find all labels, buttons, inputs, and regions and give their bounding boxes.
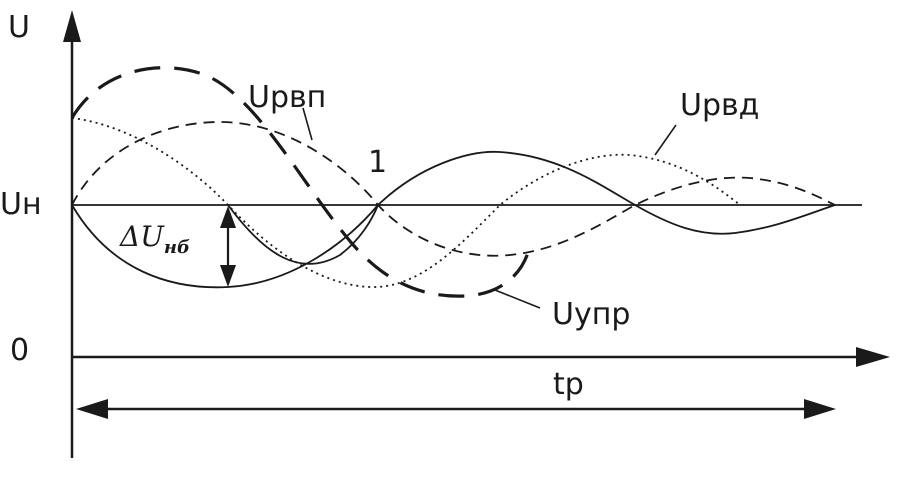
delta-u-arrow-top (220, 206, 236, 228)
u-rvd-curve (71, 117, 741, 288)
delta-u-main: ΔU (119, 220, 165, 253)
delta-u-label: ΔUнб (119, 220, 190, 258)
u-upr-leader (494, 289, 541, 309)
u-rvp-curve (71, 121, 836, 257)
solid-curve-lower-loop (71, 204, 379, 289)
time-arrow-right (804, 399, 836, 419)
u-rvp-label: Uрвп (248, 80, 326, 115)
y-axis-label: U (8, 10, 30, 45)
u-rvd-label: Uрвд (680, 88, 759, 123)
u-upr-curve (70, 66, 532, 298)
delta-u-subscript: нб (164, 237, 190, 258)
u-upr-label: Uупр (552, 297, 630, 332)
time-arrow-left (76, 399, 108, 419)
u-rvp-leader (302, 107, 313, 141)
zero-label: 0 (10, 333, 29, 368)
u-rvd-leader (654, 124, 677, 156)
y-axis-arrowhead (63, 10, 81, 42)
solid-curve-upper-wave (227, 150, 836, 265)
delta-u-arrow-bottom (220, 265, 236, 287)
time-label: tр (553, 367, 584, 402)
x-axis-arrowhead (856, 347, 890, 367)
point-1-label: 1 (368, 145, 387, 180)
nominal-label: Uн (0, 187, 42, 222)
